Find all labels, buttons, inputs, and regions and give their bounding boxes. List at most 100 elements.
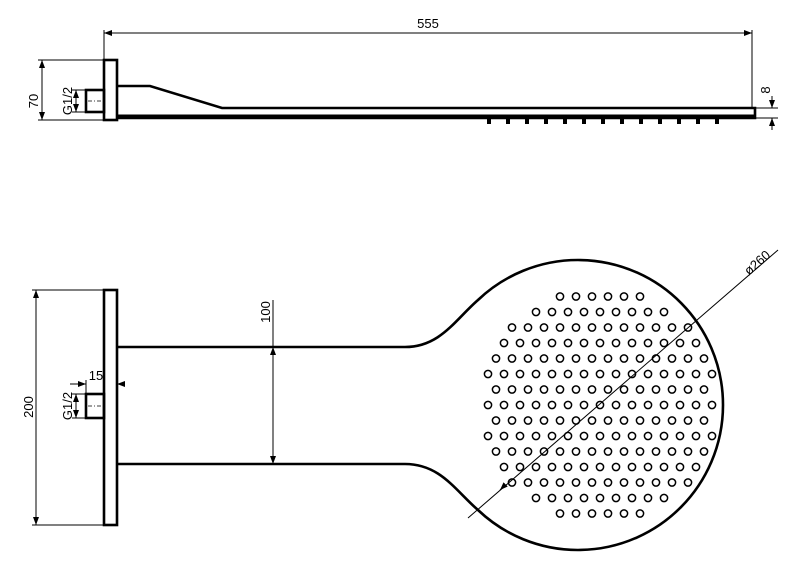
wall-plate-side — [102, 58, 119, 122]
nozzle — [587, 323, 597, 332]
nozzle — [499, 338, 509, 348]
nozzle — [635, 292, 645, 301]
nozzle — [643, 369, 653, 379]
nozzle — [635, 354, 645, 363]
nozzle — [595, 493, 605, 503]
nozzle — [515, 431, 525, 441]
nozzle — [491, 447, 501, 456]
nozzle — [643, 338, 653, 348]
nozzle — [683, 385, 693, 394]
nozzle — [651, 323, 661, 332]
nozzle — [603, 478, 613, 487]
nozzle — [667, 478, 677, 487]
nozzle — [563, 307, 573, 317]
nozzle — [643, 307, 653, 317]
nozzle — [635, 509, 645, 518]
nozzle-side — [658, 118, 662, 124]
nozzle — [571, 447, 581, 456]
nozzle — [523, 385, 533, 394]
nozzle — [627, 493, 637, 503]
nozzle — [579, 369, 589, 379]
nozzle — [683, 478, 693, 487]
nozzle — [611, 307, 621, 317]
nozzle — [507, 354, 517, 363]
nozzle — [571, 385, 581, 394]
nozzle — [675, 369, 685, 379]
nozzle — [675, 431, 685, 441]
nozzle — [563, 493, 573, 503]
nozzle-side — [525, 118, 529, 124]
front-view: 200 100 15 G1/2 ø260 — [21, 247, 779, 552]
thread-label-front: G1/2 — [60, 392, 75, 420]
nozzle — [619, 385, 629, 394]
nozzle — [659, 431, 669, 441]
nozzle — [555, 447, 565, 456]
dimension-height-front: 200 — [21, 289, 104, 526]
diameter-label: ø260 — [741, 247, 773, 278]
nozzle — [587, 509, 597, 518]
nozzle — [643, 462, 653, 472]
nozzle — [659, 493, 669, 503]
nozzle — [595, 338, 605, 348]
nozzle — [667, 354, 677, 363]
nozzle — [611, 431, 621, 441]
nozzle — [619, 416, 629, 425]
nozzle — [531, 338, 541, 348]
dimension-length: 555 — [103, 16, 753, 108]
nozzle — [507, 416, 517, 425]
nozzle — [579, 431, 589, 441]
nozzle — [491, 354, 501, 363]
nozzle — [563, 462, 573, 472]
nozzle — [611, 493, 621, 503]
nozzle — [539, 385, 549, 394]
nozzle — [683, 416, 693, 425]
nozzle — [667, 416, 677, 425]
nozzle — [555, 292, 565, 301]
height-label-front: 200 — [21, 396, 36, 418]
nozzle — [619, 354, 629, 363]
nozzle-side — [696, 118, 700, 124]
nozzle — [499, 431, 509, 441]
nozzle — [547, 369, 557, 379]
nozzle — [699, 385, 709, 394]
nozzle — [579, 400, 589, 410]
nozzle — [587, 354, 597, 363]
nozzle — [691, 369, 701, 379]
nozzle — [507, 323, 517, 332]
arm-width-label: 100 — [258, 301, 273, 323]
length-label: 555 — [417, 16, 439, 31]
nozzle-side — [715, 118, 719, 124]
nozzle — [499, 369, 509, 379]
nozzle — [595, 369, 605, 379]
nozzle — [659, 307, 669, 317]
nozzle — [547, 400, 557, 410]
nozzle — [635, 447, 645, 456]
nozzle — [515, 400, 525, 410]
nozzle-side — [677, 118, 681, 124]
nozzle — [547, 431, 557, 441]
nozzle — [627, 307, 637, 317]
thickness-label: 8 — [758, 86, 773, 93]
nozzle — [483, 400, 493, 410]
nozzle — [603, 447, 613, 456]
thread-dimension-front: G1/2 — [60, 392, 86, 420]
nozzle — [563, 369, 573, 379]
nozzle — [651, 416, 661, 425]
nozzle — [595, 307, 605, 317]
nozzle — [691, 400, 701, 410]
nozzle — [587, 478, 597, 487]
nozzle — [691, 431, 701, 441]
nozzle — [595, 431, 605, 441]
height-label-side: 70 — [26, 94, 41, 108]
nozzle-side — [639, 118, 643, 124]
nozzle — [491, 385, 501, 394]
nozzle — [699, 447, 709, 456]
nozzle — [627, 431, 637, 441]
nozzle — [603, 509, 613, 518]
nozzle — [707, 400, 717, 410]
nozzle — [571, 354, 581, 363]
nozzle — [555, 416, 565, 425]
nozzle — [667, 385, 677, 394]
nozzle — [539, 478, 549, 487]
nozzle-grid — [483, 292, 717, 518]
